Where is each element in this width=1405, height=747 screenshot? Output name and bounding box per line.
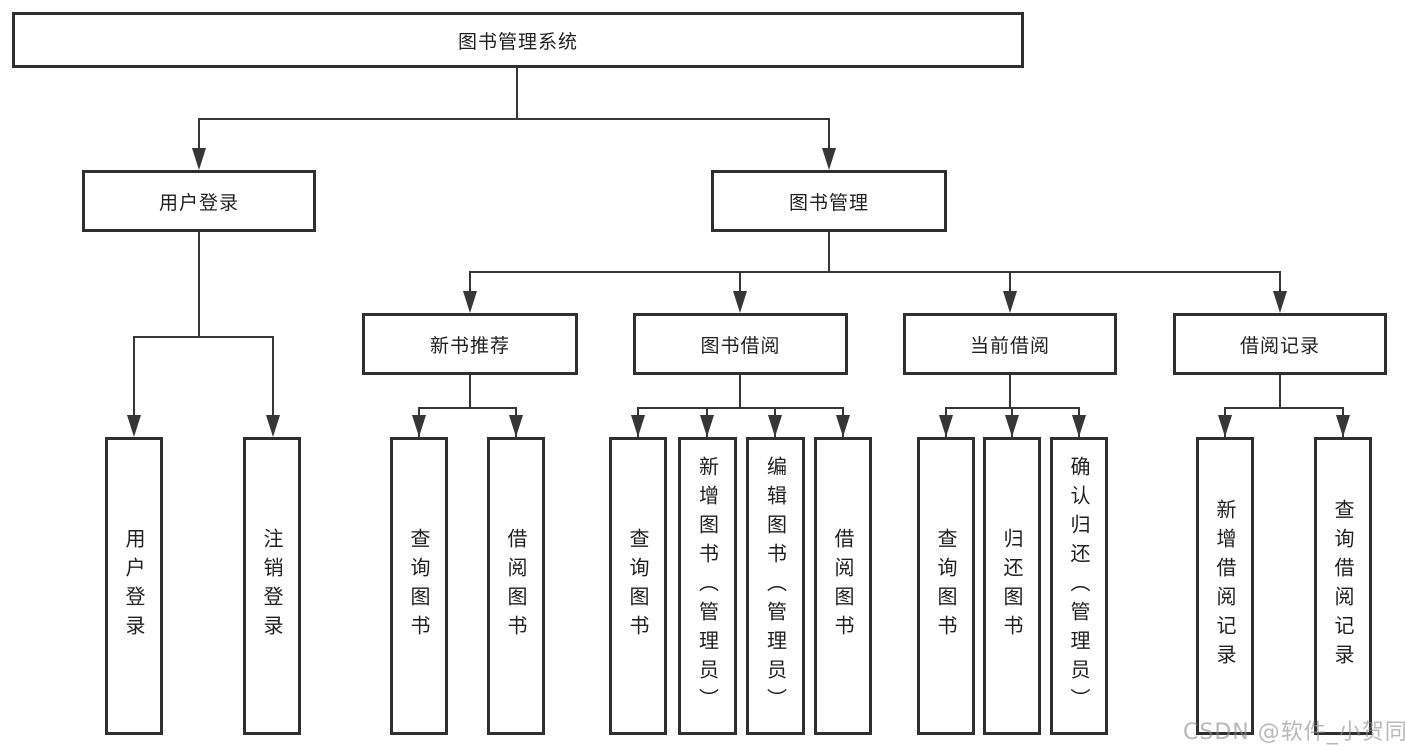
connector-line xyxy=(418,407,517,409)
arrow-down-icon xyxy=(700,415,714,437)
leaf-return-books: 归还图书 xyxy=(983,437,1041,735)
arrow-down-icon xyxy=(939,415,953,437)
arrow-down-icon xyxy=(1005,415,1019,437)
arrow-down-icon xyxy=(1273,291,1287,313)
node-current-borrowing: 当前借阅 xyxy=(903,313,1117,375)
arrow-down-icon xyxy=(266,415,280,437)
arrow-down-icon xyxy=(822,148,836,170)
arrow-down-icon xyxy=(768,415,782,437)
leaf-edit-book-admin: 编辑图书（管理员） xyxy=(746,437,805,735)
csdn-watermark: CSDN @软件_小贺同学 xyxy=(1183,720,1405,745)
connector-line xyxy=(1279,375,1281,407)
leaf-query-borrow-record: 查询借阅记录 xyxy=(1314,437,1372,735)
connector-line xyxy=(469,375,471,407)
connector-line xyxy=(198,118,200,152)
leaf-logout-login: 注销登录 xyxy=(243,437,301,735)
connector-line xyxy=(198,232,200,336)
arrow-down-icon xyxy=(1336,415,1350,437)
arrow-down-icon xyxy=(1218,415,1232,437)
connector-line xyxy=(828,118,830,152)
connector-line xyxy=(469,271,471,295)
leaf-query-books: 查询图书 xyxy=(609,437,667,735)
connector-line xyxy=(828,232,830,273)
leaf-add-borrow-record: 新增借阅记录 xyxy=(1196,437,1254,735)
connector-line xyxy=(1009,375,1011,407)
connector-line xyxy=(198,118,830,120)
node-user-login: 用户登录 xyxy=(82,170,316,232)
connector-line xyxy=(1224,407,1344,409)
arrow-down-icon xyxy=(1072,415,1086,437)
arrow-down-icon xyxy=(192,148,206,170)
arrow-down-icon xyxy=(836,415,850,437)
connector-line xyxy=(516,68,518,118)
leaf-query-books: 查询图书 xyxy=(390,437,448,735)
connector-line xyxy=(637,407,844,409)
arrow-down-icon xyxy=(509,415,523,437)
arrow-down-icon xyxy=(733,291,747,313)
arrow-down-icon xyxy=(1003,291,1017,313)
leaf-borrow-books: 借阅图书 xyxy=(814,437,872,735)
connector-line xyxy=(133,336,135,431)
arrow-down-icon xyxy=(631,415,645,437)
leaf-add-book-admin: 新增图书（管理员） xyxy=(678,437,737,735)
connector-line xyxy=(272,336,274,431)
node-new-book-recommend: 新书推荐 xyxy=(362,313,578,375)
connector-line xyxy=(1279,271,1281,295)
arrow-down-icon xyxy=(412,415,426,437)
node-library-management-system: 图书管理系统 xyxy=(12,12,1024,68)
arrow-down-icon xyxy=(127,415,141,437)
arrow-down-icon xyxy=(463,291,477,313)
node-book-borrowing: 图书借阅 xyxy=(633,313,848,375)
connector-line xyxy=(469,271,1281,273)
leaf-query-books: 查询图书 xyxy=(917,437,975,735)
connector-line xyxy=(1009,271,1011,295)
connector-line xyxy=(739,375,741,407)
node-book-management: 图书管理 xyxy=(711,170,947,232)
leaf-borrow-books: 借阅图书 xyxy=(487,437,545,735)
connector-line xyxy=(133,336,274,338)
connector-line xyxy=(739,271,741,295)
leaf-user-login: 用户登录 xyxy=(105,437,163,735)
node-borrowing-records: 借阅记录 xyxy=(1173,313,1387,375)
leaf-confirm-return-admin: 确认归还（管理员） xyxy=(1050,437,1108,735)
